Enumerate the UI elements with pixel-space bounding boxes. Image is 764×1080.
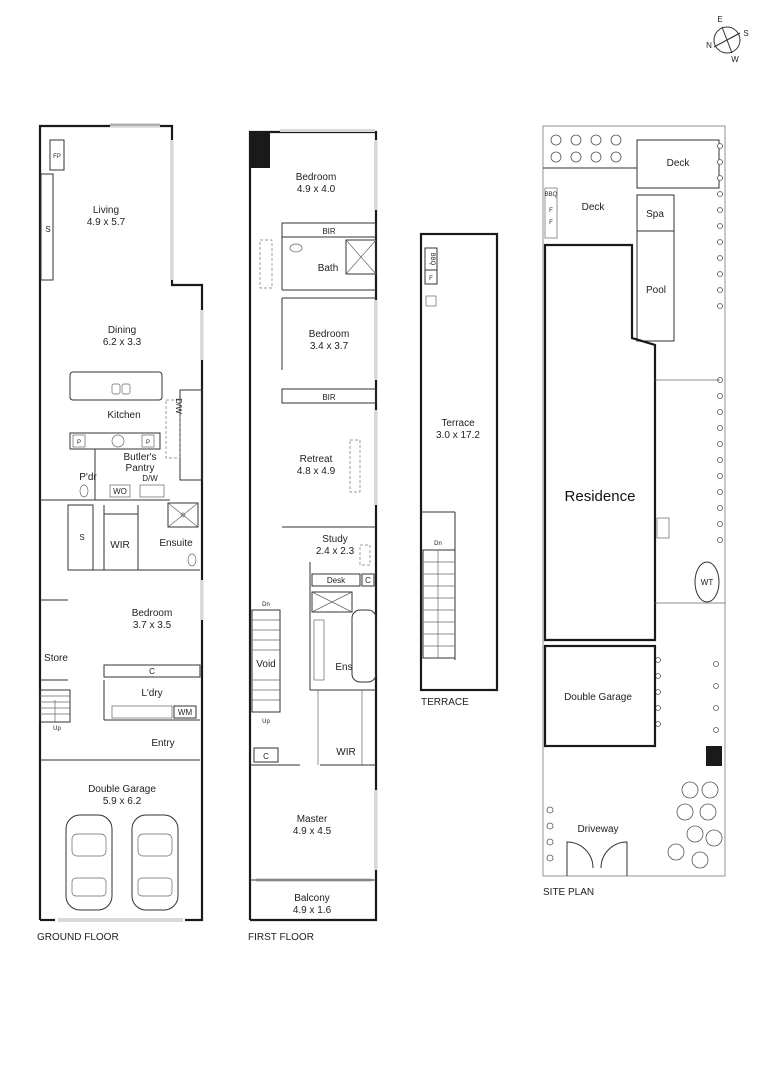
label-laundry: L'dry <box>141 688 162 699</box>
label-bath: Bath <box>318 263 339 274</box>
first-floor-plan: Bedroom 4.9 x 4.0 BIR Bath Bedroom 3.4 x… <box>248 129 378 943</box>
first-floor-caption: FIRST FLOOR <box>248 932 314 943</box>
master-name: Master <box>297 814 328 825</box>
butlers-pantry-2: Pantry <box>126 463 155 474</box>
label-p2: P <box>146 440 150 446</box>
site-pool: Pool <box>646 285 666 296</box>
label-powder: P'dr <box>79 472 97 483</box>
site-deck-2: Deck <box>582 202 606 213</box>
label-c-first: C <box>263 752 269 761</box>
terrace-caption: TERRACE <box>421 697 469 708</box>
label-store: Store <box>44 653 68 664</box>
label-c-ground: C <box>149 667 155 676</box>
retreat-name: Retreat <box>300 454 333 465</box>
ground-stair <box>39 689 71 723</box>
label-fp: FP <box>53 154 61 160</box>
terrace-dim: 3.0 x 17.2 <box>436 430 480 441</box>
compass-n: N <box>706 41 712 50</box>
dining-dim: 6.2 x 3.3 <box>103 337 142 348</box>
label-p1: P <box>77 440 81 446</box>
terrace-plan: BBQ F Terrace 3.0 x 17.2 Dn TERRACE <box>419 232 499 708</box>
kitchen-label: Kitchen <box>107 410 140 421</box>
label-bir-1: BIR <box>322 227 336 236</box>
site-garage: Double Garage <box>564 692 632 703</box>
label-entry: Entry <box>151 738 174 749</box>
study-name: Study <box>322 534 348 545</box>
garage-ground-name: Double Garage <box>88 784 156 795</box>
label-dn-first: Dn <box>262 602 270 608</box>
site-plan: Deck Deck BBQ F F Spa Pool Residence <box>542 125 726 898</box>
dining-name: Dining <box>108 325 136 336</box>
label-up-ground: Up <box>53 726 61 732</box>
label-up-first: Up <box>262 719 270 725</box>
garage-ground-dim: 5.9 x 6.2 <box>103 796 142 807</box>
site-shrubs-front <box>546 781 723 869</box>
site-shrubs-top <box>550 134 622 163</box>
compass-s: S <box>743 29 748 38</box>
living-dim: 4.9 x 5.7 <box>87 217 126 228</box>
site-f1: F <box>549 208 553 214</box>
retreat-dim: 4.8 x 4.9 <box>297 466 336 477</box>
car-right-icon <box>131 814 179 911</box>
study-dim: 2.4 x 2.3 <box>316 546 355 557</box>
label-void: Void <box>256 659 275 670</box>
balcony-dim: 4.9 x 1.6 <box>293 905 332 916</box>
compass-w: W <box>731 55 739 64</box>
master-dim: 4.9 x 4.5 <box>293 826 332 837</box>
label-bir-2: BIR <box>322 393 336 402</box>
site-residence: Residence <box>565 488 636 505</box>
terrace-dn: Dn <box>434 541 442 547</box>
label-wm: WM <box>178 708 193 717</box>
label-ens-first: Ens <box>335 662 352 673</box>
terrace-f: F <box>429 276 433 282</box>
site-driveway: Driveway <box>577 824 618 835</box>
bed2-dim: 3.4 x 3.7 <box>310 341 349 352</box>
butlers-pantry-1: Butler's <box>123 452 156 463</box>
living-name: Living <box>93 205 119 216</box>
bedroom-ground-dim: 3.7 x 3.5 <box>133 620 172 631</box>
site-bbq: BBQ <box>545 192 558 198</box>
terrace-name: Terrace <box>441 418 475 429</box>
site-spa: Spa <box>646 209 664 220</box>
site-f2: F <box>549 220 553 226</box>
label-ensuite-ground: Ensuite <box>159 538 193 549</box>
site-deck-1: Deck <box>667 158 691 169</box>
balcony-name: Balcony <box>294 893 330 904</box>
terrace-bbq: BBQ <box>429 253 435 266</box>
compass-e: E <box>717 15 722 24</box>
car-left-icon <box>65 814 113 911</box>
compass-rose: E S W N <box>706 15 749 64</box>
bed2-name: Bedroom <box>309 329 350 340</box>
site-plan-caption: SITE PLAN <box>543 887 594 898</box>
label-wir-ground: WIR <box>110 540 129 551</box>
bed1-dim: 4.9 x 4.0 <box>297 184 336 195</box>
first-stair <box>251 609 281 713</box>
site-shrubs-right <box>655 143 723 733</box>
bedroom-ground-name: Bedroom <box>132 608 173 619</box>
label-desk: Desk <box>327 576 346 585</box>
label-dw: D/W <box>174 398 183 414</box>
ground-floor-plan: FP S Living 4.9 x 5.7 Dining 6.2 x 3.3 K… <box>37 123 204 943</box>
label-s-bed: S <box>79 533 84 542</box>
ground-floor-caption: GROUND FLOOR <box>37 932 119 943</box>
label-wir-first: WIR <box>336 747 355 758</box>
bed1-name: Bedroom <box>296 172 337 183</box>
butlers-pantry-dw: D/W <box>142 474 158 483</box>
terrace-stair <box>422 549 456 659</box>
site-wt: WT <box>701 578 714 587</box>
label-c-study: C <box>365 576 371 585</box>
label-wo: WO <box>113 487 127 496</box>
label-s-living: S <box>45 225 50 234</box>
